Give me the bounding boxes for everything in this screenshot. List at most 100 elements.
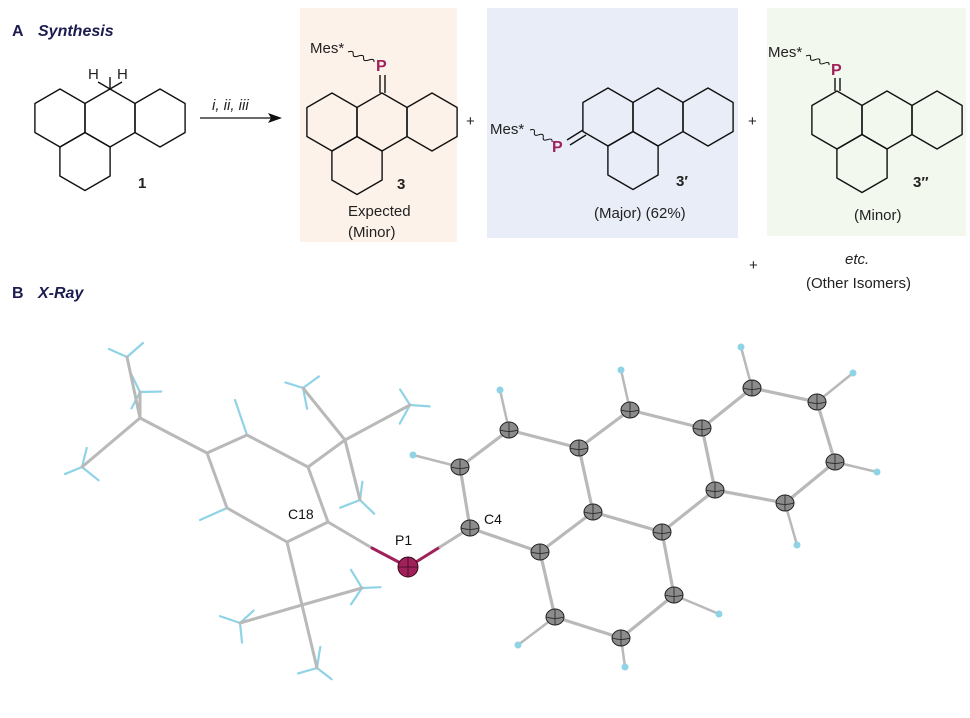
aromatic-bond <box>458 465 472 530</box>
aromatic-bond <box>458 428 511 469</box>
ellipsoid-axes <box>825 454 845 470</box>
phosphorus-atom: P <box>552 139 563 156</box>
aromatic-ring <box>836 133 888 194</box>
hydrogen-right: H <box>117 66 128 83</box>
mes-bond <box>238 603 304 625</box>
hydrogen-atom <box>621 663 629 671</box>
aromatic-bond <box>538 550 557 619</box>
mes-bond <box>225 506 289 544</box>
compound-3dprime-note: (Minor) <box>854 207 902 224</box>
ellipsoid-axes <box>742 380 762 396</box>
hydrogen-bond-stick <box>125 341 145 359</box>
aromatic-bond <box>660 488 717 534</box>
hydrogen-atom <box>617 366 625 374</box>
other-isomers-label: (Other Isomers) <box>806 275 911 292</box>
aromatic-ring <box>34 88 86 148</box>
mes-star-label: Mes* <box>490 121 524 138</box>
hydrogen-bond-stick <box>360 586 382 590</box>
atom-label-p1: P1 <box>395 532 412 548</box>
hydrogen-left: H <box>88 66 99 83</box>
aromatic-bond <box>577 408 632 450</box>
product-3prime-panel <box>487 8 738 238</box>
ellipsoid-axes <box>583 504 603 520</box>
wavy-bond <box>529 128 553 143</box>
ellipsoid-axes <box>807 394 827 410</box>
hydrogen-bond-stick <box>358 498 376 515</box>
mes-bond <box>300 603 319 670</box>
compound-3prime-label: 3′ <box>676 173 688 190</box>
hydrogen-bond-stick <box>398 403 412 425</box>
section-b-title: X-Ray <box>37 285 84 302</box>
mes-bond <box>285 520 330 544</box>
compound-3dprime-label: 3″ <box>913 174 929 191</box>
double-bond-pc <box>569 134 587 146</box>
mes-bond <box>285 540 304 607</box>
ellipsoid-axes <box>664 587 684 603</box>
ellipsoid-axes <box>775 495 795 511</box>
hydrogen-bond-stick <box>80 446 88 469</box>
ch-bond <box>97 81 111 90</box>
ellipsoid-axes <box>705 482 725 498</box>
hydrogen-atom <box>849 369 857 377</box>
section-a-letter: A <box>12 23 24 40</box>
hydrogen-bond-stick <box>218 615 242 625</box>
aromatic-bond <box>783 460 837 505</box>
aromatic-bond <box>553 615 623 640</box>
ellipsoid-axes <box>499 422 519 438</box>
mes-star-label: Mes* <box>310 40 344 57</box>
hydrogen-bond-stick <box>301 375 321 390</box>
mes-bond <box>306 438 347 469</box>
double-bond-pc <box>566 129 584 141</box>
mes-bond <box>306 465 330 524</box>
aromatic-bond <box>628 408 704 430</box>
atom-label-c4: C4 <box>484 511 502 527</box>
aromatic-ring <box>331 135 383 196</box>
section-b-letter: B <box>12 285 24 302</box>
compound-3-note: Expected <box>348 203 411 220</box>
xray-structure <box>63 341 881 681</box>
ellipsoid-axes <box>569 440 589 456</box>
hydrogen-atom <box>409 451 417 459</box>
plus-sign: + <box>748 113 757 130</box>
ellipsoid-axes <box>460 520 480 536</box>
hydrogen-bond-stick <box>284 381 305 390</box>
aromatic-bond <box>538 510 595 554</box>
arrow-head-icon <box>268 113 282 123</box>
mes-bond <box>300 586 364 607</box>
atom-label-c18: C18 <box>288 506 314 522</box>
compound-1-label: 1 <box>138 175 146 192</box>
aromatic-ring <box>607 130 659 191</box>
mes-bond <box>138 416 209 455</box>
mes-bond <box>205 451 229 510</box>
plus-sign: + <box>466 113 475 130</box>
ellipsoid-axes <box>620 402 640 418</box>
plus-sign: + <box>749 257 758 274</box>
hydrogen-bond-stick <box>198 506 229 522</box>
ellipsoid-axes <box>611 630 631 646</box>
aromatic-bond <box>577 446 595 514</box>
mes-bond <box>205 433 249 455</box>
hydrogen-atom <box>514 641 522 649</box>
aromatic-ring <box>59 131 111 192</box>
mes-bond <box>80 416 142 469</box>
ellipsoid-axes <box>545 609 565 625</box>
aromatic-bond <box>660 530 676 597</box>
hydrogen-bond-stick <box>296 666 319 675</box>
hydrogen-bond-stick <box>107 347 129 359</box>
aromatic-bond <box>700 386 754 430</box>
aromatic-bond <box>815 400 837 464</box>
aromatic-bond <box>507 428 581 450</box>
wavy-bond <box>347 50 375 63</box>
aromatic-ring <box>134 88 186 148</box>
hydrogen-atom <box>873 468 881 476</box>
aromatic-ring <box>911 90 963 150</box>
product-3dprime-panel <box>767 8 966 236</box>
hydrogen-atom <box>715 610 723 618</box>
etc-label: etc. <box>845 251 869 268</box>
mes-star-label: Mes* <box>768 44 802 61</box>
aromatic-bond <box>750 386 819 404</box>
ellipsoid-axes <box>398 557 418 577</box>
product-3-panel <box>300 8 457 242</box>
hydrogen-bond-stick <box>301 386 309 410</box>
